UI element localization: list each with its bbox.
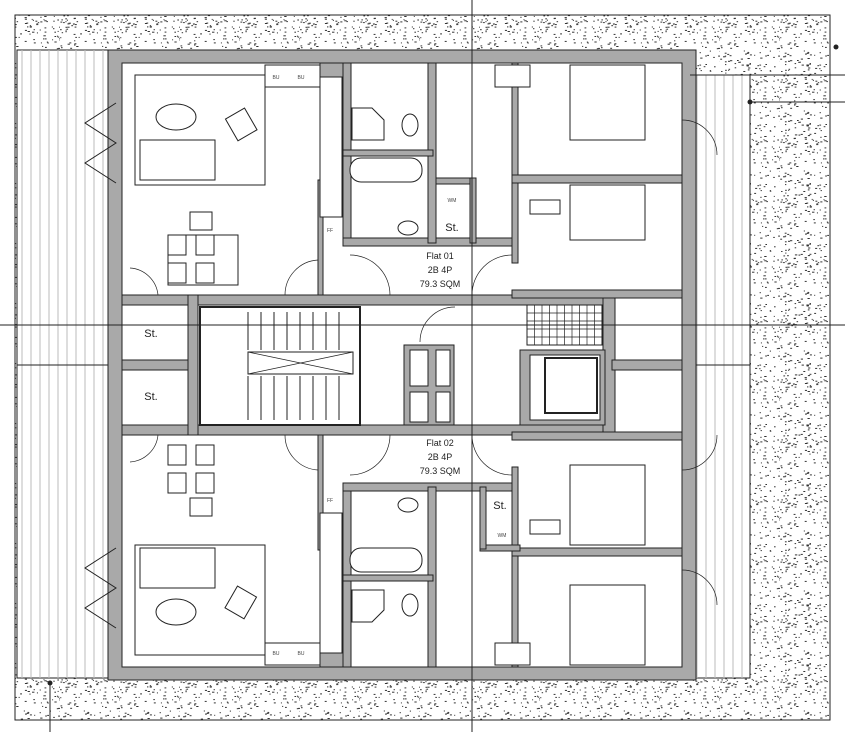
store-label: St. [493, 500, 506, 512]
flat-02-name: Flat 02 [426, 438, 454, 448]
bin-unit-label: BU [298, 75, 305, 81]
flat-02-type: 2B 4P [428, 452, 453, 462]
fridge-freezer-label: FF [327, 228, 333, 234]
flat-02-area: 79.3 SQM [420, 466, 461, 476]
bin-unit-label: BU [273, 651, 280, 657]
store-label: St. [144, 391, 157, 403]
washing-machine-label: WM [498, 533, 507, 539]
store-label: St. [445, 222, 458, 234]
bin-unit-label: BU [273, 75, 280, 81]
washing-machine-label: WM [448, 198, 457, 204]
flat-01-name: Flat 01 [426, 251, 454, 261]
flat-01-area: 79.3 SQM [420, 279, 461, 289]
store-label: St. [144, 328, 157, 340]
folding-door-bottom [84, 547, 117, 629]
flat-01-type: 2B 4P [428, 265, 453, 275]
fridge-freezer-label: FF [327, 498, 333, 504]
stair-treads [247, 312, 340, 420]
lift-car [544, 357, 598, 414]
bin-unit-label: BU [298, 651, 305, 657]
folding-door-top [84, 102, 117, 184]
